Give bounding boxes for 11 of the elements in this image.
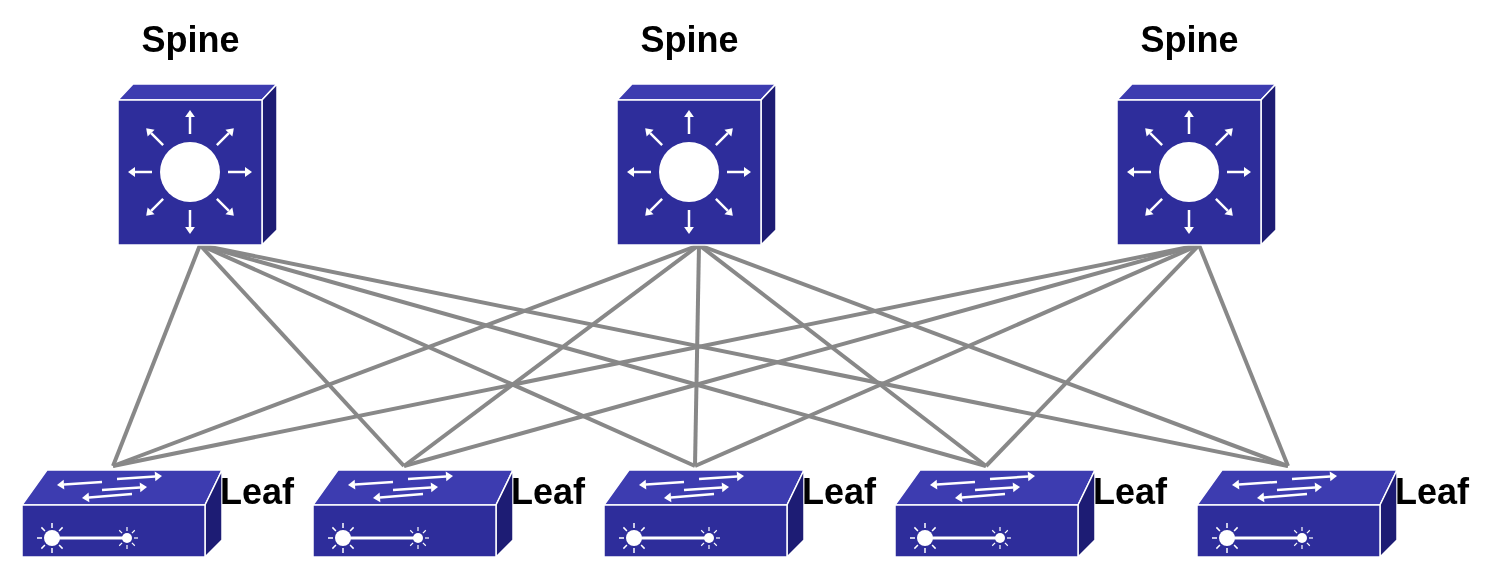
node-label: Spine <box>639 20 740 60</box>
connection-line <box>111 244 202 467</box>
node-label: Leaf <box>220 472 295 512</box>
connection-line <box>1197 244 1290 467</box>
node-label: Leaf <box>802 472 877 512</box>
node-label: Leaf <box>1395 472 1470 512</box>
node-label: Spine <box>1139 20 1240 60</box>
node-label: Leaf <box>511 472 586 512</box>
node-label: Leaf <box>1093 472 1168 512</box>
node-label: Spine <box>140 20 241 60</box>
connection-line <box>693 244 701 467</box>
